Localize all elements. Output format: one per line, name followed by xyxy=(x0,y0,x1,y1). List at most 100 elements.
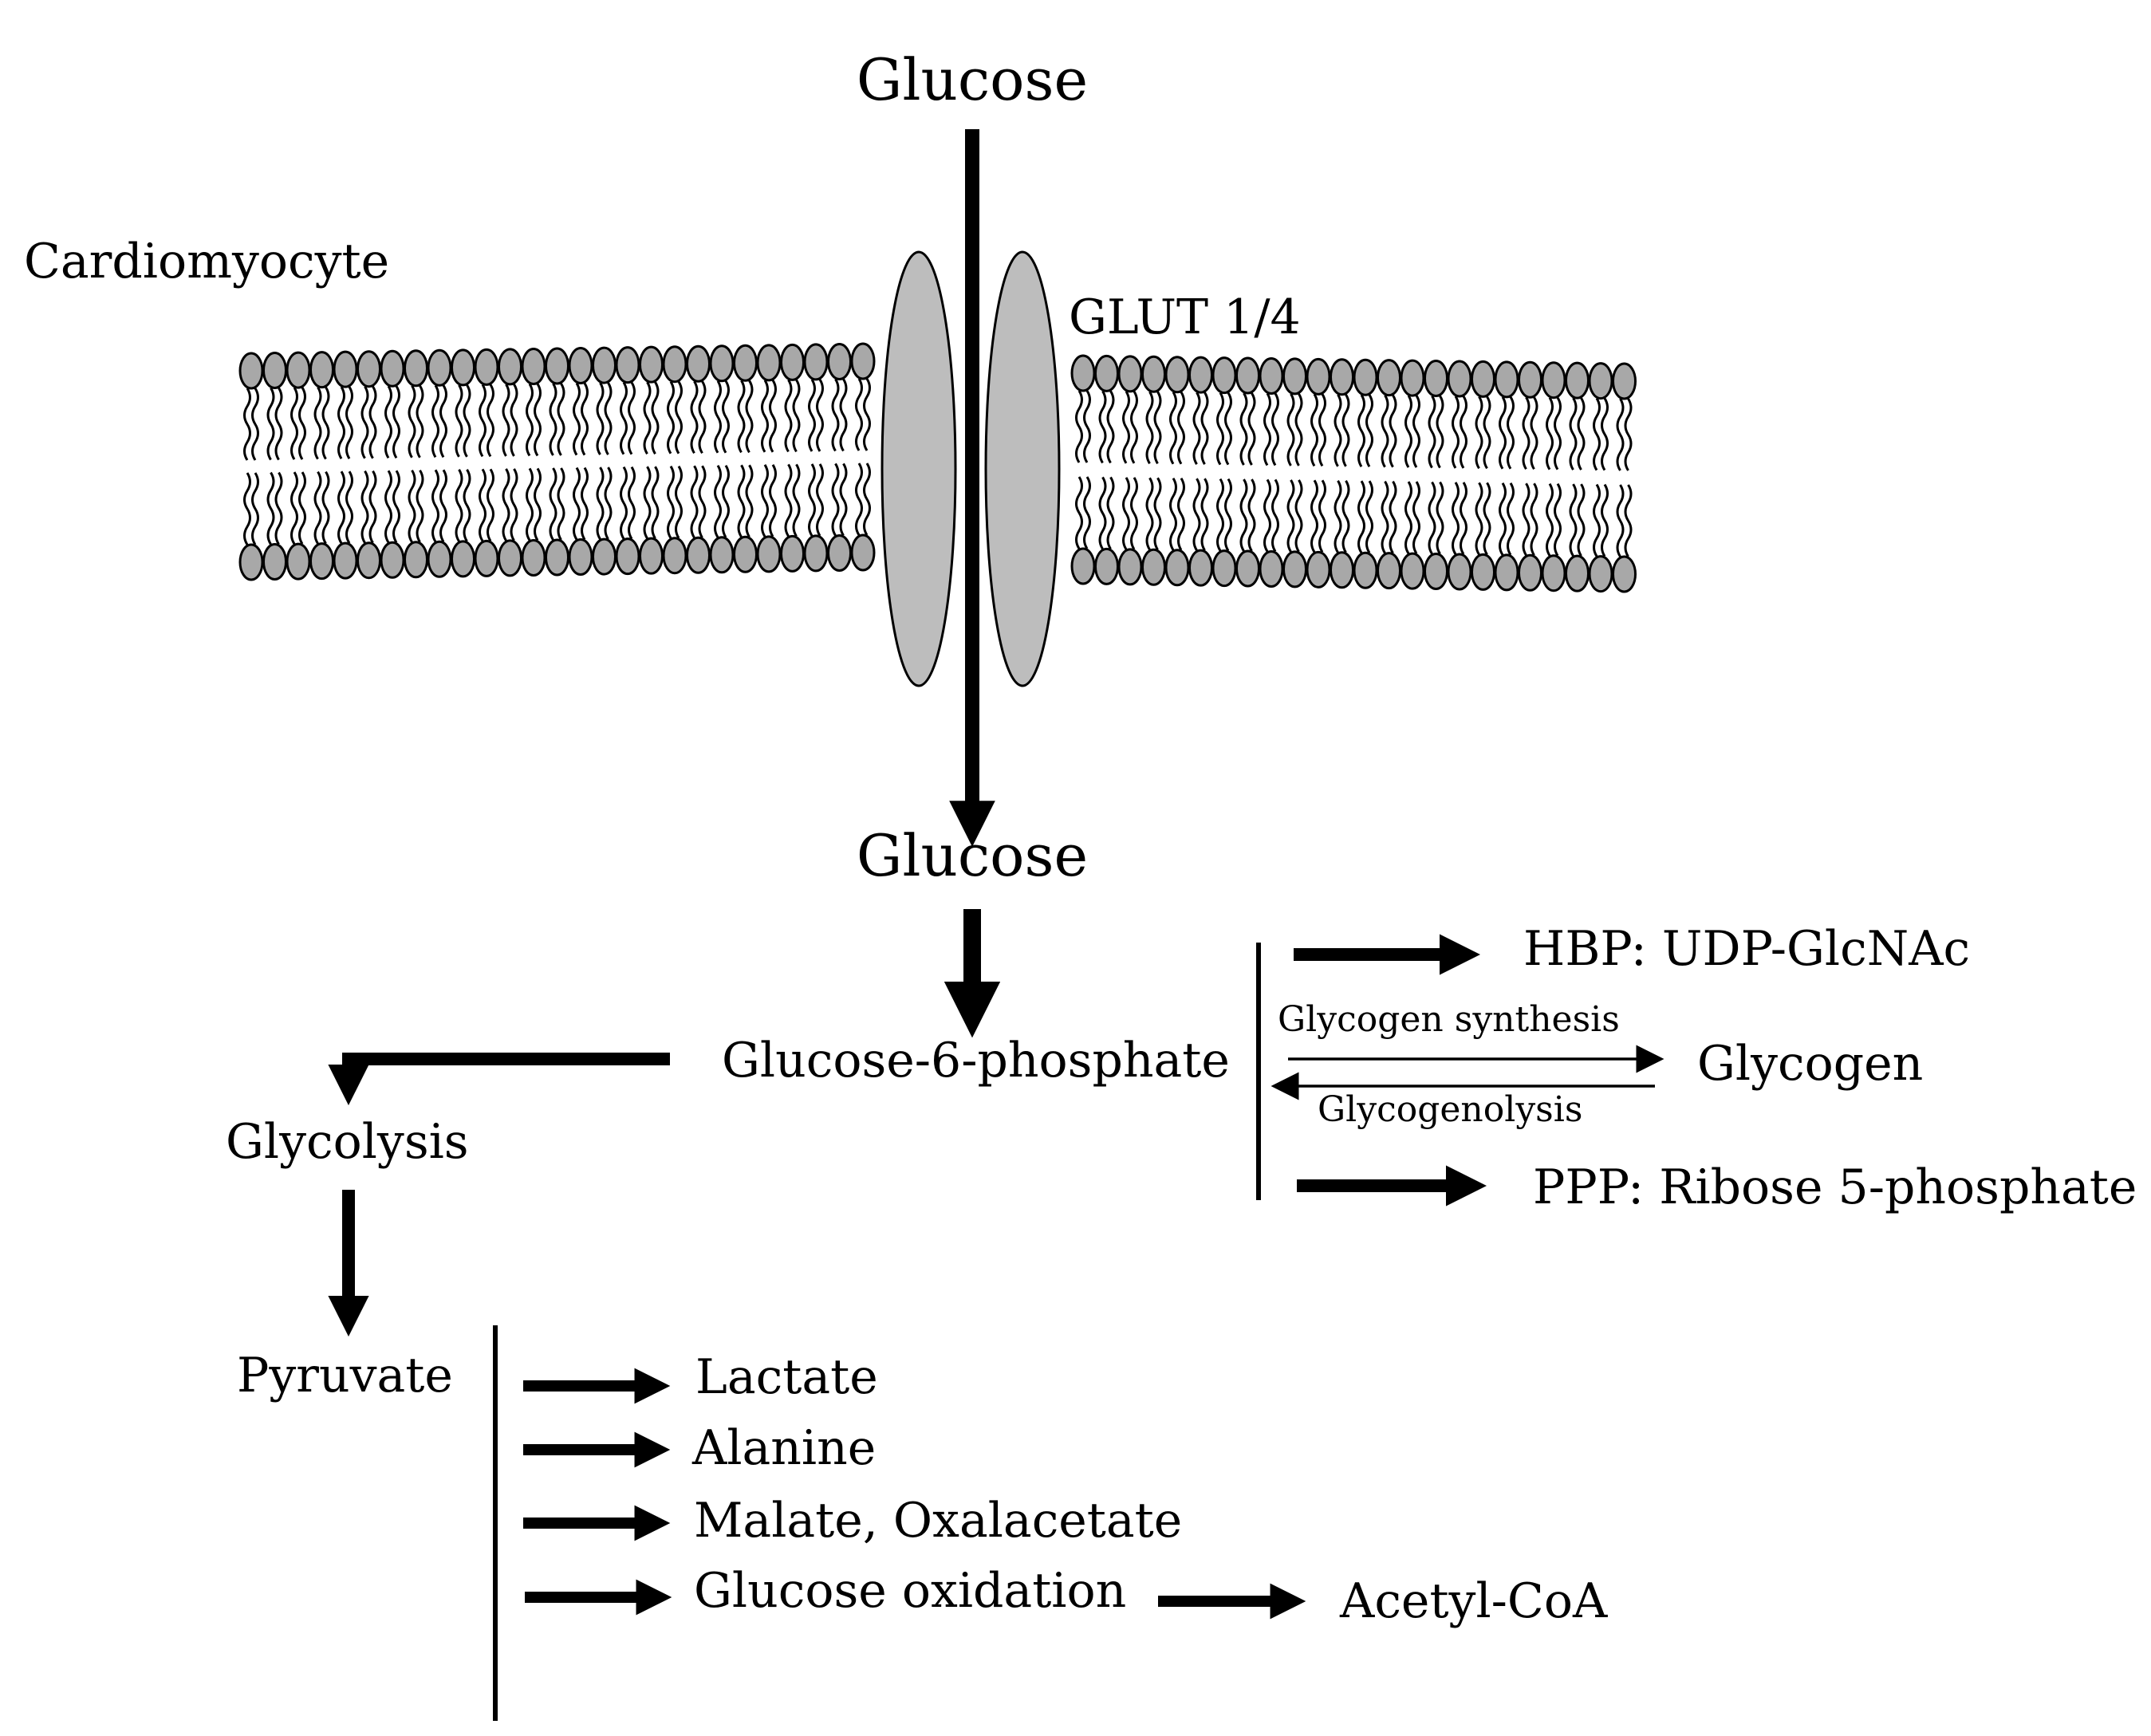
left-lipid-tail xyxy=(737,380,746,454)
left-lipid-tail xyxy=(392,385,400,459)
left-lipid-head xyxy=(333,350,358,388)
left-lipid-tail xyxy=(620,381,628,455)
right-lipid-head xyxy=(1377,359,1401,397)
g6p-label: Glucose-6-phosphate xyxy=(722,1033,1230,1088)
left-lipid-head xyxy=(357,350,381,388)
right-lipid-tail xyxy=(1507,396,1515,470)
right-lipid-tail xyxy=(1601,397,1609,471)
right-lipid-tail xyxy=(1083,390,1091,463)
right-lipid-head xyxy=(1211,356,1237,395)
glucose-inside-label: Glucose xyxy=(857,822,1088,889)
right-lipid-head xyxy=(1565,361,1590,400)
left-lipid-tail xyxy=(714,464,722,538)
left-lipid-head xyxy=(545,538,569,577)
left-lipid-head xyxy=(615,537,640,576)
left-lipid-tail xyxy=(368,470,377,544)
right-lipid-tail xyxy=(1381,394,1389,468)
right-lipid-tail xyxy=(1483,482,1491,556)
right-lipid-tail xyxy=(1460,482,1467,555)
left-lipid-tail xyxy=(416,469,424,543)
left-lipid-tail xyxy=(298,471,306,545)
right-lipid-head xyxy=(1070,354,1096,392)
right-lipid-head xyxy=(1353,551,1378,589)
left-lipid-head xyxy=(451,540,475,578)
left-lipid-tail xyxy=(581,466,589,541)
right-lipid-tail xyxy=(1192,392,1201,465)
left-lipid-tail xyxy=(596,466,605,540)
left-lipid-tail xyxy=(675,380,683,455)
left-lipid-head xyxy=(357,541,381,580)
left-lipid-head xyxy=(451,348,475,387)
right-lipid-head xyxy=(1424,360,1448,398)
left-lipid-tail xyxy=(690,465,699,539)
left-lipid-head xyxy=(309,542,334,581)
right-lipid-tail xyxy=(1381,480,1389,554)
left-lipid-head xyxy=(827,342,852,380)
left-lipid-tail xyxy=(651,381,660,455)
left-lipid-head xyxy=(262,543,287,581)
ppp-label: PPP: Ribose 5-phosphate xyxy=(1533,1159,2137,1215)
left-lipid-head xyxy=(686,536,711,574)
right-lipid-tail xyxy=(1507,482,1515,556)
right-lipid-head xyxy=(1494,360,1519,399)
right-lipid-tail xyxy=(1593,397,1601,471)
left-lipid-head xyxy=(568,538,593,577)
left-lipid-head xyxy=(803,343,829,381)
left-lipid-head xyxy=(662,537,687,575)
left-lipid-tail xyxy=(321,470,330,545)
right-lipid-tail xyxy=(1499,396,1507,470)
left-lipid-tail xyxy=(698,380,707,455)
right-lipid-tail xyxy=(1263,392,1271,466)
left-lipid-tail xyxy=(596,382,605,455)
right-lipid-tail xyxy=(1224,478,1232,552)
left-lipid-tail xyxy=(573,466,581,541)
left-lipid-head xyxy=(803,534,829,573)
left-lipid-tail xyxy=(290,387,298,460)
left-lipid-tail xyxy=(408,384,416,459)
left-lipid-tail xyxy=(675,465,683,539)
left-lipid-tail xyxy=(431,469,439,543)
left-lipid-head xyxy=(615,346,640,384)
right-lipid-tail xyxy=(1483,396,1491,470)
left-lipid-tail xyxy=(274,387,283,461)
left-lipid-head xyxy=(639,537,664,575)
left-lipid-tail xyxy=(698,465,707,539)
left-lipid-tail xyxy=(526,383,534,457)
left-lipid-tail xyxy=(337,386,345,459)
left-lipid-head xyxy=(427,540,452,578)
left-lipid-tail xyxy=(360,385,369,459)
right-lipid-tail xyxy=(1452,482,1460,555)
right-lipid-head xyxy=(1612,555,1637,593)
right-lipid-head xyxy=(1188,549,1213,587)
left-lipid-head xyxy=(286,351,311,389)
left-lipid-tail xyxy=(573,382,581,456)
right-lipid-head xyxy=(1541,361,1566,400)
left-lipid-tail xyxy=(784,379,793,453)
left-lipid-tail xyxy=(690,380,699,455)
left-lipid-tail xyxy=(368,385,377,459)
right-lipid-head xyxy=(1141,548,1166,586)
right-lipid-head xyxy=(1447,360,1472,398)
right-lipid-tail xyxy=(1224,392,1232,466)
right-lipid-tail xyxy=(1286,479,1295,553)
left-lipid-tail xyxy=(667,465,675,539)
right-lipid-tail xyxy=(1153,391,1162,465)
left-lipid-head xyxy=(404,349,428,388)
left-lipid-tail xyxy=(360,470,369,544)
right-lipid-tail xyxy=(1554,396,1562,470)
left-lipid-tail xyxy=(792,463,801,537)
right-lipid-tail xyxy=(1271,392,1279,466)
left-lipid-tail xyxy=(549,383,557,456)
left-lipid-tail xyxy=(479,468,487,542)
left-lipid-tail xyxy=(792,379,801,453)
right-lipid-head xyxy=(1094,547,1119,585)
left-lipid-tail xyxy=(855,378,863,451)
left-lipid-tail xyxy=(526,467,534,541)
right-lipid-tail xyxy=(1404,395,1412,468)
right-lipid-tail xyxy=(1357,480,1365,554)
left-lipid-tail xyxy=(745,464,754,538)
left-lipid-head xyxy=(427,348,452,387)
right-lipid-tail xyxy=(1436,481,1444,555)
right-lipid-head xyxy=(1377,552,1401,590)
